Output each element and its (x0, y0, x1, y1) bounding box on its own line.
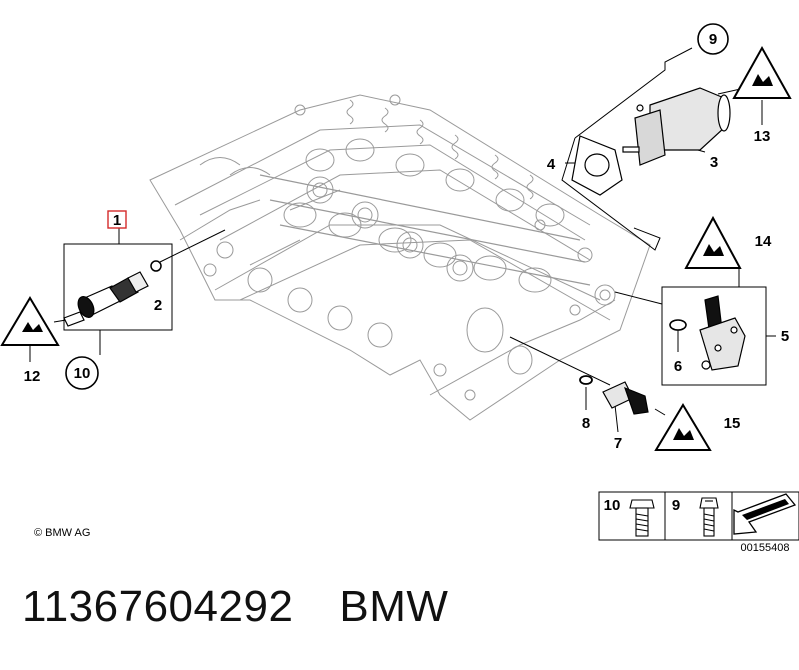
bolt-icon (629, 499, 655, 537)
warning-triangle-13 (732, 45, 792, 99)
callout-3: 3 (710, 154, 718, 171)
svg-text:10: 10 (74, 365, 91, 382)
warning-triangle-14 (684, 215, 742, 269)
callout-4: 4 (547, 156, 556, 173)
hardware-legend: 10 9 00155408 (598, 491, 799, 554)
solenoid-valve-part-1 (63, 260, 162, 327)
diagram-reference-number: 00155408 (741, 542, 790, 554)
svg-text:1: 1 (113, 212, 121, 229)
callout-2: 2 (154, 297, 162, 314)
sensor-part-5 (669, 295, 746, 371)
callout-13: 13 (754, 128, 771, 145)
callout-8: 8 (582, 415, 590, 432)
part-number-caption: 11367604292 BMW (22, 582, 448, 632)
sensor-part-7 (579, 375, 649, 415)
svg-text:9: 9 (709, 31, 717, 48)
copyright-text: © BMW AG (34, 527, 90, 539)
screw-icon (699, 497, 719, 537)
callout-10: 10 (65, 356, 99, 390)
direction-arrow-icon (733, 493, 797, 535)
legend-label-9: 9 (672, 497, 680, 514)
callout-15: 15 (724, 415, 741, 432)
cylinder-head-drawing (149, 94, 651, 421)
callout-9: 9 (697, 23, 729, 55)
callout-12: 12 (24, 368, 41, 385)
callout-6: 6 (674, 358, 682, 375)
gasket-part-4 (571, 135, 623, 196)
callout-5: 5 (781, 328, 789, 345)
warning-triangle-15 (654, 403, 712, 451)
callout-7: 7 (614, 435, 622, 452)
legend-label-10: 10 (604, 497, 621, 514)
actuator-part-3 (622, 87, 731, 166)
warning-triangle-12 (0, 296, 60, 346)
part-1-group-box (63, 243, 173, 331)
brand-name: BMW (339, 582, 449, 631)
callout-14: 14 (755, 233, 772, 250)
part-number: 11367604292 (22, 582, 294, 631)
callout-1: 1 (107, 210, 127, 229)
